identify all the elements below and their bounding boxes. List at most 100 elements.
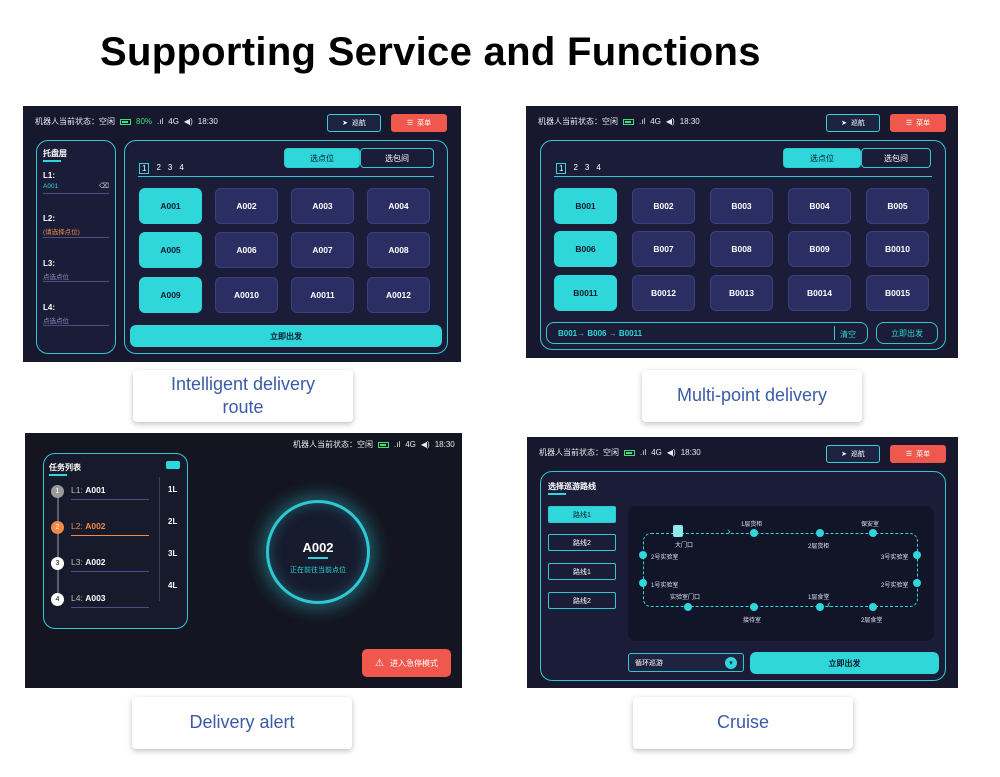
page-1[interactable]: 1 [556,163,567,174]
route-option[interactable]: 路线1 [548,506,616,523]
title-underline [49,474,67,476]
task-4-label[interactable]: L4: A003 [71,593,106,603]
point-cell[interactable]: A002 [215,188,278,224]
menu-icon: ☰ [905,120,913,127]
page-2[interactable]: 2 [573,163,578,172]
tab-select-room[interactable]: 选包间 [861,148,931,168]
map-node[interactable] [750,603,758,611]
map-node[interactable] [869,603,877,611]
header-divider [554,176,932,177]
point-cell[interactable]: A0010 [215,277,278,313]
divider [71,571,149,572]
point-cell[interactable]: A004 [367,188,430,224]
tab-select-room[interactable]: 选包间 [360,148,434,168]
point-cell[interactable]: B005 [866,188,929,224]
point-cell[interactable]: B003 [710,188,773,224]
cruise-button[interactable]: ➤巡航 [327,114,381,132]
route-path [643,533,918,607]
point-cell[interactable]: B006 [554,231,617,267]
caption-cruise: Cruise [633,697,853,749]
map-node[interactable] [816,603,824,611]
point-cell[interactable]: B004 [788,188,851,224]
chevron-down-icon: ▾ [725,656,737,669]
task-3-label[interactable]: L3: A002 [71,557,106,567]
page-4[interactable]: 4 [596,163,601,172]
cruise-button[interactable]: ➤巡航 [826,445,880,463]
layer-4-value[interactable]: 点选点位 [43,318,69,325]
point-cell[interactable]: B009 [788,231,851,267]
point-cell[interactable]: B0013 [710,275,773,311]
page-1[interactable]: 1 [139,163,150,174]
caption-intelligent-delivery: Intelligent delivery route [133,370,353,422]
layer-1-value[interactable]: A001 [43,183,59,190]
point-cell[interactable]: B007 [632,231,695,267]
page-2[interactable]: 2 [156,163,161,172]
map-node[interactable] [816,529,824,537]
map-node[interactable] [684,603,692,611]
map-node[interactable] [639,579,647,587]
send-icon: ➤ [841,120,847,127]
depart-now-button[interactable]: 立即出发 [876,322,938,344]
depart-now-button[interactable]: 立即出发 [750,652,939,674]
divider-active [71,535,149,536]
page-3[interactable]: 3 [167,163,173,172]
point-cell[interactable]: A0011 [291,277,354,313]
cruise-mode-select[interactable]: 循环巡游 ▾ [628,653,744,672]
clear-icon[interactable]: ⌫ [99,183,109,190]
point-cell[interactable]: A0012 [367,277,430,313]
divider [43,237,109,238]
point-cell[interactable]: B0010 [866,231,929,267]
node-label: 大门口 [675,543,694,549]
map-node[interactable] [913,579,921,587]
point-cell[interactable]: A001 [139,188,202,224]
tab-select-point[interactable]: 选点位 [783,148,861,168]
task-step-4: 4 [51,593,64,606]
menu-button[interactable]: ☰菜单 [391,114,447,132]
point-cell[interactable]: A003 [291,188,354,224]
route-option[interactable]: 路线2 [548,592,616,609]
point-cell[interactable]: A006 [215,232,278,268]
task-2-label[interactable]: L2: A002 [71,521,106,531]
clear-button[interactable]: 清空 [840,330,856,339]
page-4[interactable]: 4 [179,163,184,172]
point-cell[interactable]: B0012 [632,275,695,311]
point-cell[interactable]: A005 [139,232,202,268]
node-label: 3号实验室 [881,555,909,561]
node-label: 2层食堂 [861,618,883,624]
menu-button[interactable]: ☰菜单 [890,114,946,132]
direction-arrow-icon: ‹ [827,599,831,611]
route-option[interactable]: 路线2 [548,534,616,551]
map-node[interactable] [639,551,647,559]
route-option[interactable]: 路线1 [548,563,616,580]
point-cell[interactable]: A007 [291,232,354,268]
title-underline [43,160,61,162]
task-step-2: 2 [51,521,64,534]
point-cell[interactable]: A008 [367,232,430,268]
point-cell[interactable]: B001 [554,188,617,224]
cruise-button[interactable]: ➤巡航 [826,114,880,132]
menu-button[interactable]: ☰菜单 [890,445,946,463]
point-cell[interactable]: B0014 [788,275,851,311]
layer-2-value[interactable]: (请选择点位) [43,229,80,236]
map-node[interactable] [869,529,877,537]
tab-select-point[interactable]: 选点位 [284,148,360,168]
point-cell[interactable]: B008 [710,231,773,267]
point-cell[interactable]: A009 [139,277,202,313]
node-label: 保安室 [861,522,880,528]
page-3[interactable]: 3 [584,163,590,172]
volume-icon: ◀) [420,440,430,449]
caption-delivery-alert: Delivery alert [132,697,352,749]
volume-icon: ◀) [665,117,675,126]
map-node[interactable] [750,529,758,537]
status-bar: 机器人当前状态：空闲 .ıl 4G ◀) 18:30 [539,448,701,457]
point-cell[interactable]: B002 [632,188,695,224]
target-underline [308,557,328,559]
depart-now-button[interactable]: 立即出发 [130,325,442,347]
task-1-label[interactable]: L1: A001 [71,485,106,495]
layer-3-value[interactable]: 点选点位 [43,274,69,281]
emergency-stop-button[interactable]: ⚠ 进入急停模式 [362,649,451,677]
title-underline [548,493,566,495]
point-cell[interactable]: B0015 [866,275,929,311]
point-cell[interactable]: B0011 [554,275,617,311]
map-node[interactable] [913,551,921,559]
